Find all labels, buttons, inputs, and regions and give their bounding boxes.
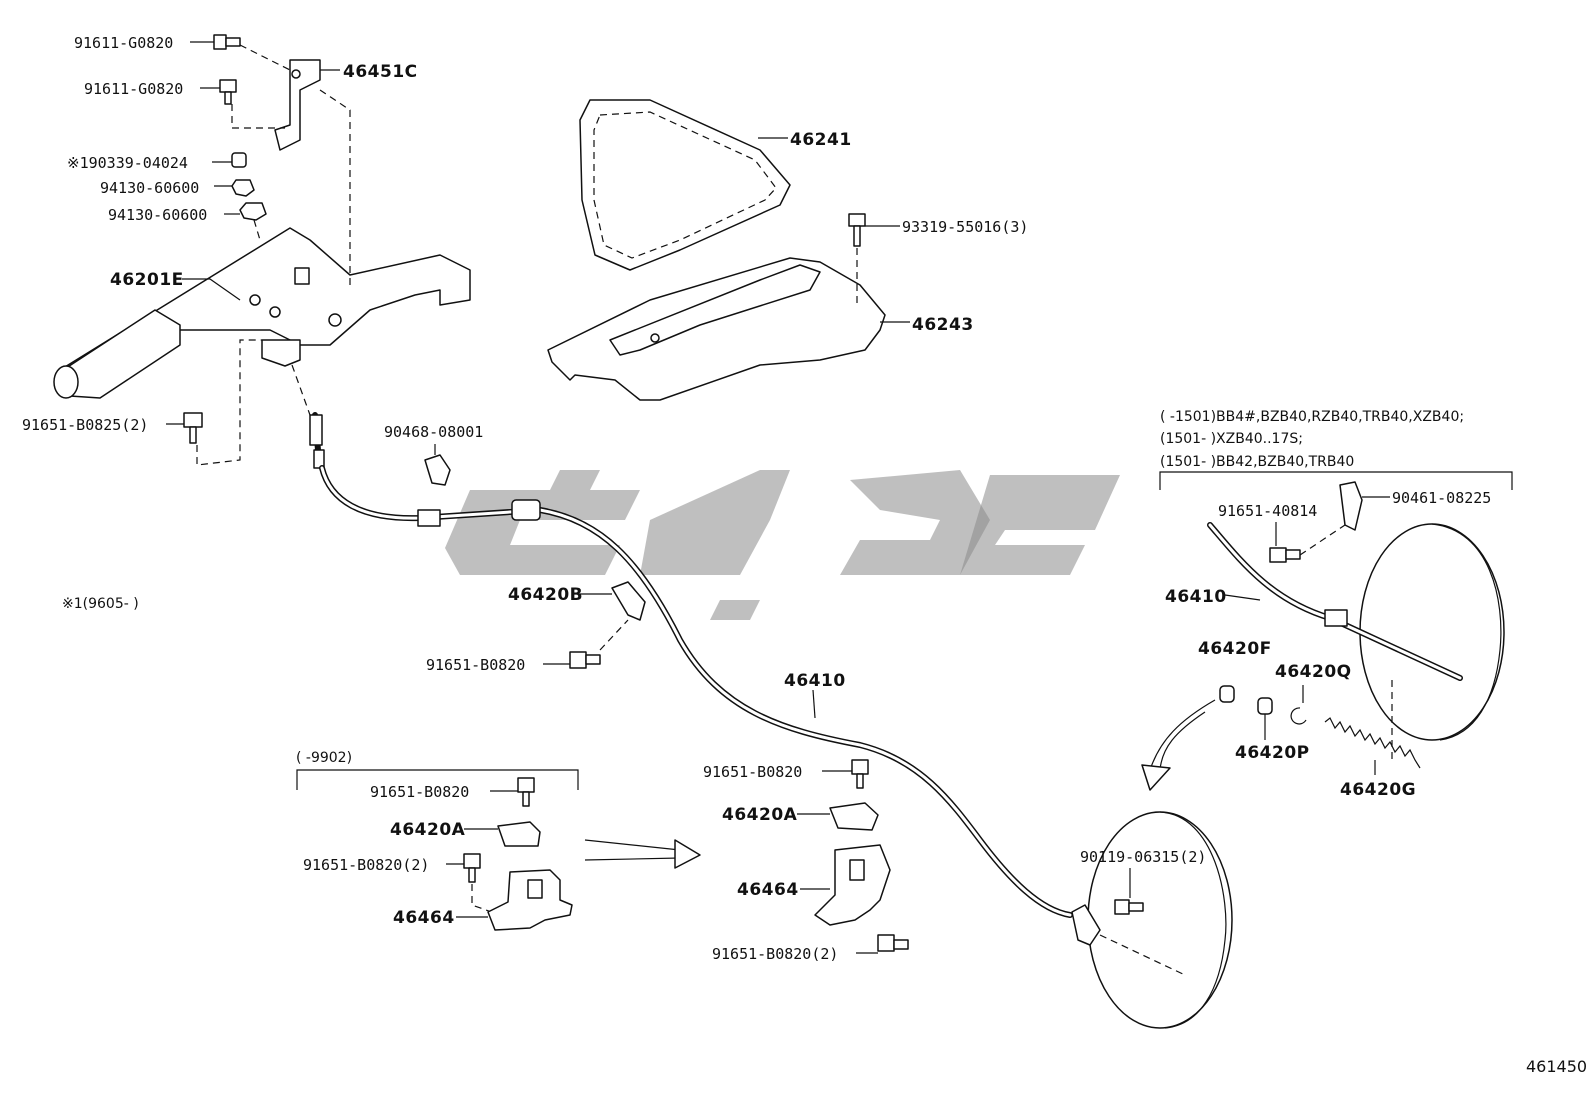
- label-90468-08001: 90468-08001: [384, 423, 483, 441]
- label-94130-60600-a: 94130-60600: [100, 179, 199, 197]
- label-46420Q: 46420Q: [1275, 662, 1352, 682]
- label-91611-G0820-a: 91611-G0820: [74, 34, 173, 52]
- label-46420B: 46420B: [508, 585, 583, 605]
- label-91651-B0820-2: 91651-B0820(2): [712, 945, 838, 963]
- label-46420P: 46420P: [1235, 743, 1310, 763]
- label-46464-old: 46464: [393, 908, 455, 928]
- clip-90461-08225: [1339, 481, 1363, 531]
- curved-arrow-icon: [1141, 699, 1216, 791]
- label-46451C: 46451C: [343, 62, 418, 82]
- nut-94130-60600-b: [239, 202, 267, 221]
- brake-drum-rear: [1071, 811, 1233, 1029]
- label-range-1501-b: (1501- )XZB40..17S;: [1160, 431, 1303, 447]
- bolt-91611-G0820-b: [219, 79, 237, 105]
- bolt-91651-40814: [1269, 547, 1301, 563]
- watermark-logo: [445, 470, 1120, 620]
- collar-190339-04024: [231, 152, 247, 168]
- label-90119-06315: 90119-06315(2): [1080, 848, 1206, 866]
- retainer-46420P: [1257, 697, 1273, 715]
- label-46410-right: 46410: [1165, 587, 1227, 607]
- bolt-90119-06315: [1114, 899, 1144, 915]
- bracket-46420B: [611, 581, 646, 621]
- console-cover-46243: [547, 257, 886, 401]
- label-91651-40814: 91651-40814: [1218, 502, 1317, 520]
- parking-brake-lever-46201E: [53, 227, 471, 399]
- bolt-91651-B0820-b: [517, 777, 535, 807]
- label-190339-04024: ※190339-04024: [67, 154, 188, 172]
- label-46410: 46410: [784, 671, 846, 691]
- bolt-91651-B0825: [183, 412, 203, 444]
- label-91651-B0820-a: 91651-B0820: [426, 656, 525, 674]
- label-91611-G0820-b: 91611-G0820: [84, 80, 183, 98]
- label-90461-08225: 90461-08225: [1392, 489, 1491, 507]
- label-46201E: 46201E: [110, 270, 184, 290]
- arrow-right-icon: [584, 839, 701, 869]
- label-46420A-old: 46420A: [390, 820, 466, 840]
- clip-46420Q: [1290, 707, 1307, 725]
- diagram-id: 461450: [1526, 1057, 1587, 1076]
- label-46241: 46241: [790, 130, 852, 150]
- bracket-46464: [814, 844, 891, 926]
- label-46420F: 46420F: [1198, 639, 1272, 659]
- bracket-46464-old: [487, 869, 573, 931]
- label-range-1501-c: (1501- )BB42,BZB40,TRB40: [1160, 454, 1354, 470]
- label-91651-B0820-b: 91651-B0820: [370, 783, 469, 801]
- screw-93319-55016: [848, 213, 866, 247]
- bolt-91651-B0820-2-old: [463, 853, 481, 883]
- label-46464: 46464: [737, 880, 799, 900]
- bolt-91611-G0820-a: [213, 34, 241, 50]
- cable-46410-right: [1207, 522, 1463, 681]
- clamp-46420A-old: [497, 821, 541, 847]
- bolt-91651-B0820-2: [877, 934, 909, 952]
- clip-90468-08001: [424, 454, 451, 486]
- bushing-46420F: [1219, 685, 1235, 703]
- label-range-9902: ( -9902): [296, 750, 352, 766]
- label-46420G: 46420G: [1340, 780, 1416, 800]
- brake-drum-right: [1359, 523, 1505, 741]
- label-46420A: 46420A: [722, 805, 798, 825]
- console-boot-46241: [579, 99, 791, 271]
- label-range-1501-a: ( -1501)BB4#,BZB40,RZB40,TRB40,XZB40;: [1160, 409, 1464, 425]
- nut-94130-60600-a: [231, 179, 255, 197]
- label-91651-B0825: 91651-B0825(2): [22, 416, 148, 434]
- clamp-46420A: [829, 802, 879, 831]
- label-91651-B0820-2-old: 91651-B0820(2): [303, 856, 429, 874]
- bolt-91651-B0820-c: [851, 759, 869, 789]
- label-note-1: ※1(9605- ): [62, 596, 139, 612]
- bolt-91651-B0820-a: [569, 651, 601, 669]
- label-91651-B0820-c: 91651-B0820: [703, 763, 802, 781]
- label-46243: 46243: [912, 315, 974, 335]
- label-93319-55016: 93319-55016(3): [902, 218, 1028, 236]
- label-94130-60600-b: 94130-60600: [108, 206, 207, 224]
- spring-46420G: [1324, 717, 1421, 769]
- bracket-46451C: [274, 59, 321, 151]
- brake-cable-46410: [309, 412, 1073, 918]
